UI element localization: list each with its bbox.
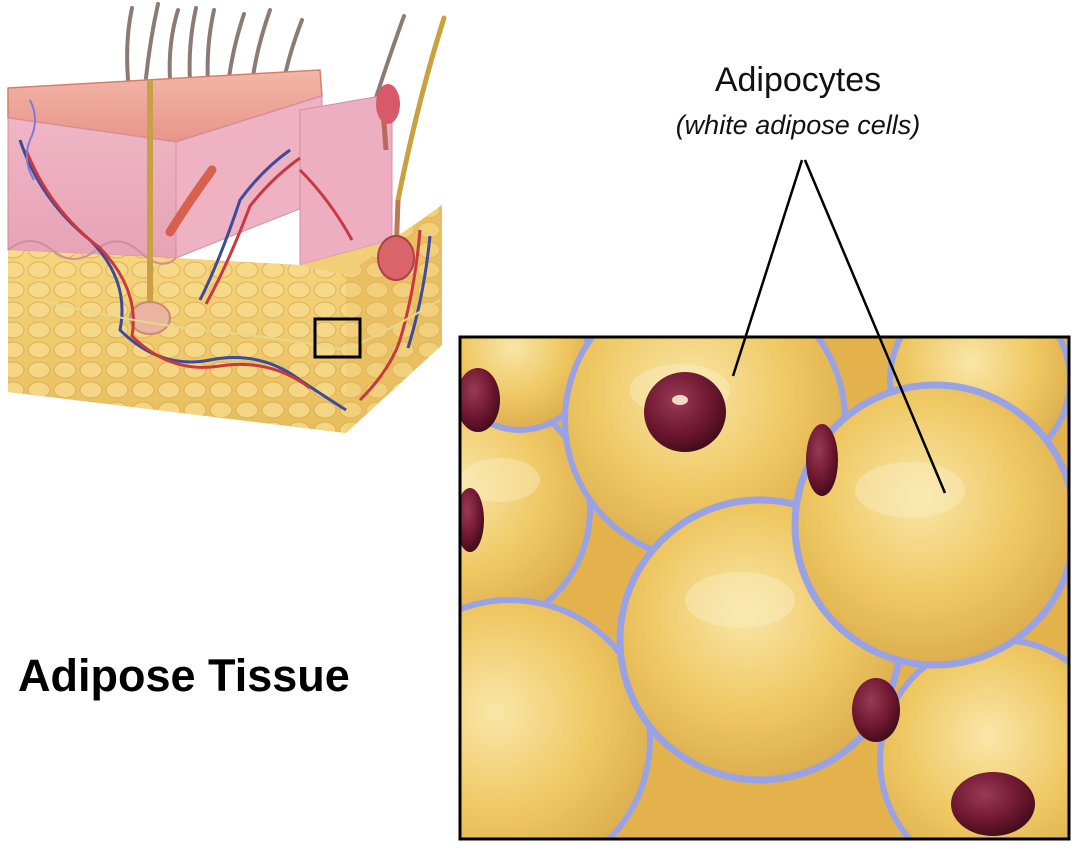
adipocytes-label: Adipocytes bbox=[714, 61, 882, 99]
hair-follicles bbox=[129, 80, 415, 335]
adipose-tissue-title: Adipose Tissue bbox=[18, 650, 350, 701]
nucleus bbox=[460, 488, 484, 552]
skin-cross-section bbox=[7, 2, 447, 433]
zoom-panel-frame bbox=[458, 335, 1071, 841]
nucleus bbox=[951, 772, 1035, 836]
adipocyte-cell bbox=[460, 597, 653, 839]
white-adipose-cells-label: (white adipose cells) bbox=[675, 110, 921, 140]
nucleus bbox=[644, 372, 726, 452]
arrector-muscle bbox=[165, 165, 217, 237]
nucleus bbox=[460, 368, 500, 432]
leader-line-left bbox=[731, 159, 804, 377]
leader-lines bbox=[731, 159, 947, 494]
blood-vessels bbox=[18, 99, 432, 412]
nucleus bbox=[852, 678, 900, 742]
cell-nuclei bbox=[460, 368, 1035, 836]
adipocyte-cell bbox=[791, 381, 1069, 669]
adipocyte-zoom-panel bbox=[458, 335, 1071, 841]
nucleus bbox=[806, 424, 838, 496]
leader-line-right bbox=[803, 159, 947, 494]
zoom-source-box bbox=[313, 317, 362, 359]
